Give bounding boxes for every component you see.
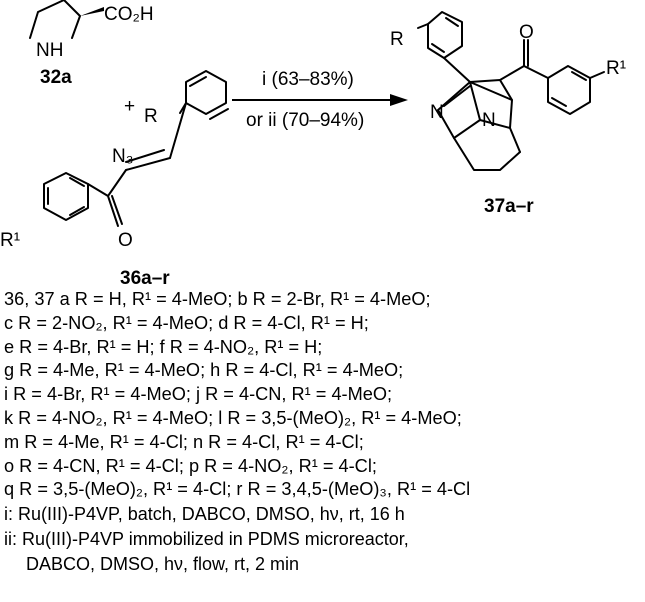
- proline-acid-label: CO₂H: [104, 4, 154, 25]
- condition-i: i: Ru(III)-P4VP, batch, DABCO, DMSO, hν,…: [4, 504, 405, 524]
- product-n-imine-label: N: [430, 102, 444, 123]
- condition-ii-line2: DABCO, DMSO, hν, flow, rt, 2 min: [26, 554, 300, 574]
- legend-line: e R = 4-Br, R¹ = H; f R = 4-NO₂, R¹ = H;: [4, 336, 323, 357]
- proline-nh-label: NH: [36, 40, 63, 61]
- azide-r1-label: R¹: [0, 230, 20, 251]
- plus-sign: +: [124, 96, 135, 117]
- proline-compound-label: 32a: [40, 67, 72, 88]
- product-compound-label: 37a–r: [484, 196, 534, 217]
- azide-r-label: R: [144, 106, 158, 127]
- reaction-arrow: i (63–83%) or ii (70–94%): [232, 69, 408, 131]
- proline-structure: CO₂H NH 32a: [29, 0, 154, 88]
- legend-line: g R = 4-Me, R¹ = 4-MeO; h R = 4-Cl, R¹ =…: [4, 360, 404, 381]
- azide-structure: R N₃ O R¹ 36a–r: [0, 70, 229, 289]
- legend-line: k R = 4-NO₂, R¹ = 4-MeO; l R = 3,5-(MeO)…: [4, 407, 462, 428]
- azide-n3-label: N₃: [112, 146, 133, 167]
- arrow-condition-below: or ii (70–94%): [246, 110, 364, 131]
- product-n-bridge-label: N: [482, 110, 496, 131]
- reaction-scheme: CO₂H NH 32a + R N₃ O R¹ 36a–r i (63–83%)…: [0, 0, 626, 289]
- legend-line: o R = 4-CN, R¹ = 4-Cl; p R = 4-NO₂, R¹ =…: [4, 455, 377, 476]
- legend-line: m R = 4-Me, R¹ = 4-Cl; n R = 4-Cl, R¹ = …: [4, 431, 364, 452]
- legend-line: 36, 37 a R = H, R¹ = 4-MeO; b R = 2-Br, …: [4, 289, 431, 309]
- azide-oxygen-label: O: [118, 230, 133, 251]
- product-oxygen-label: O: [519, 22, 534, 43]
- azide-compound-label: 36a–r: [120, 268, 170, 289]
- legend-line: q R = 3,5-(MeO)₂, R¹ = 4-Cl; r R = 3,4,5…: [4, 479, 471, 500]
- substituent-legend: 36, 37 a R = H, R¹ = 4-MeO; b R = 2-Br, …: [4, 288, 644, 502]
- legend-line: c R = 2-NO₂, R¹ = 4-MeO; d R = 4-Cl, R¹ …: [4, 312, 369, 333]
- legend-line: i R = 4-Br, R¹ = 4-MeO; j R = 4-CN, R¹ =…: [4, 384, 393, 405]
- product-r1-label: R¹: [606, 58, 626, 79]
- condition-ii-line1: ii: Ru(III)-P4VP immobilized in PDMS mic…: [4, 529, 409, 549]
- product-structure: R N N O R¹ 37a–r: [390, 11, 626, 217]
- arrow-condition-above: i (63–83%): [262, 69, 354, 90]
- product-r-label: R: [390, 29, 404, 50]
